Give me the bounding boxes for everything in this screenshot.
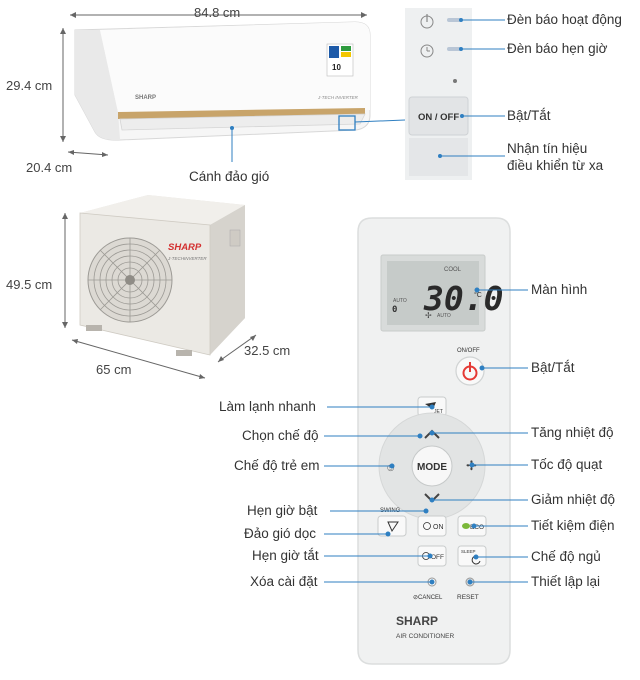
remote-control: COOL 30.0 °C AUTO 0 AUTO ✢ ON/OFF JET MO… bbox=[357, 217, 511, 665]
label-swing: Đảo gió dọc bbox=[244, 526, 317, 541]
label-timer-on: Hẹn giờ bật bbox=[247, 503, 318, 518]
display-small-fan: AUTO bbox=[437, 313, 451, 319]
remote-subtitle-text: AIR CONDITIONER bbox=[396, 633, 454, 640]
remote-brand-text: SHARP bbox=[396, 614, 438, 628]
indoor-width-label: 84.8 cm bbox=[194, 5, 241, 20]
reset-text: RESET bbox=[457, 594, 479, 601]
sleep-text: SLEEP bbox=[461, 549, 476, 554]
operation-light-label: Đèn báo hoạt động bbox=[507, 12, 622, 27]
outdoor-depth-label: 32.5 cm bbox=[244, 343, 291, 358]
jet-text: JET bbox=[434, 409, 443, 415]
label-sleep: Chế độ ngủ bbox=[531, 549, 601, 564]
display-small-left: AUTO bbox=[393, 298, 407, 304]
label-temp-up: Tăng nhiệt độ bbox=[531, 425, 614, 440]
indoor-tech-text: J-TECH INVERTER bbox=[317, 95, 359, 100]
indoor-brand-text: SHARP bbox=[135, 95, 156, 101]
panel-closeup: ON / OFF bbox=[405, 8, 505, 180]
indoor-unit: 10 SHARP J-TECH INVERTER bbox=[60, 12, 406, 162]
display-mode-text: COOL bbox=[444, 267, 462, 273]
label-reset: Thiết lập lại bbox=[531, 574, 601, 589]
svg-text:✢: ✢ bbox=[425, 311, 432, 320]
display-unit-text: °C bbox=[474, 291, 482, 299]
timer-light-label: Đèn báo hẹn giờ bbox=[507, 41, 608, 56]
outdoor-tech-text: J-TECHINVERTER bbox=[167, 256, 207, 261]
label-temp-down: Giảm nhiệt độ bbox=[531, 492, 616, 507]
outdoor-unit: SHARP J-TECHINVERTER bbox=[62, 195, 257, 379]
label-remote-power: Bật/Tắt bbox=[531, 360, 575, 375]
outdoor-width-label: 65 cm bbox=[96, 362, 132, 377]
indoor-depth-label: 20.4 cm bbox=[26, 160, 73, 175]
receiver-label-line2: điều khiển từ xa bbox=[507, 158, 604, 173]
indoor-height-label: 29.4 cm bbox=[6, 78, 53, 93]
remote-onoff-caption: ON/OFF bbox=[457, 348, 480, 354]
off-text: OFF bbox=[431, 554, 444, 561]
remote-pointers bbox=[324, 287, 528, 585]
panel-power-label: Bật/Tắt bbox=[507, 108, 551, 123]
label-jet: Làm lạnh nhanh bbox=[219, 399, 316, 414]
label-screen: Màn hình bbox=[531, 282, 588, 297]
outdoor-height-label: 49.5 cm bbox=[6, 277, 53, 292]
louver-label: Cánh đảo gió bbox=[189, 169, 270, 184]
mode-text: MODE bbox=[417, 462, 447, 473]
receiver-label-line1: Nhận tín hiệu bbox=[507, 141, 588, 156]
label-mode: Chọn chế độ bbox=[242, 428, 319, 443]
label-timer-off: Hẹn giờ tắt bbox=[252, 548, 319, 563]
panel-onoff-text: ON / OFF bbox=[418, 112, 459, 123]
eco-text: ECO bbox=[470, 524, 484, 531]
outdoor-brand-text: SHARP bbox=[168, 242, 202, 253]
label-fan-speed: Tốc độ quạt bbox=[531, 457, 603, 472]
svg-text:0: 0 bbox=[392, 305, 397, 315]
label-cancel: Xóa cài đặt bbox=[250, 574, 318, 589]
label-eco: Tiết kiệm điện bbox=[531, 518, 615, 533]
label-kids: Chế độ trẻ em bbox=[234, 458, 320, 473]
on-text: ON bbox=[433, 524, 444, 531]
display-temp-text: 30.0 bbox=[423, 279, 503, 318]
energy-label-text: 10 bbox=[332, 63, 341, 72]
cancel-text: ⊘CANCEL bbox=[413, 595, 443, 601]
